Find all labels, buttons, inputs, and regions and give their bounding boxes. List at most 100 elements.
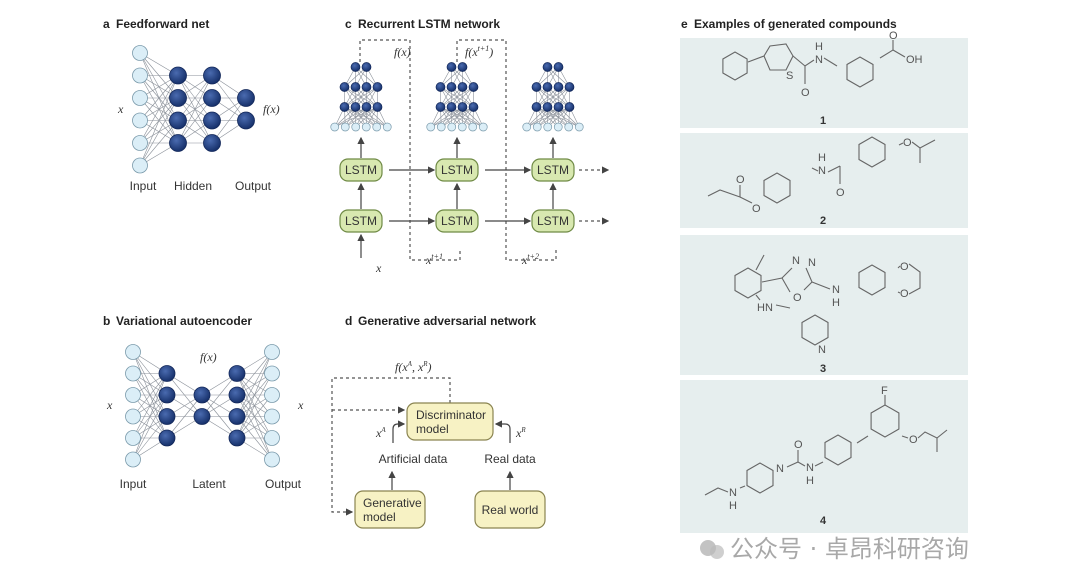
- input-node: [125, 387, 141, 403]
- connection: [132, 373, 168, 460]
- hidden-node: [158, 429, 176, 447]
- hidden-node: [361, 102, 372, 112]
- atom: OH: [906, 54, 923, 66]
- connection: [547, 86, 570, 108]
- ring: [746, 462, 774, 494]
- atom: O: [909, 434, 918, 446]
- atom: O: [900, 261, 909, 273]
- hidden-node: [457, 102, 468, 112]
- connection: [236, 351, 273, 396]
- connection: [526, 106, 559, 128]
- input-node: [361, 122, 371, 132]
- compound-2-structure: O O H N O O 2: [707, 136, 936, 227]
- compound-number: 2: [820, 215, 826, 227]
- input-node: [125, 344, 141, 360]
- input-node: [447, 122, 457, 132]
- input-layer-label: Input: [120, 477, 147, 491]
- lstm-cell: [531, 209, 575, 233]
- connection: [536, 66, 559, 88]
- lstm-label: LSTM: [345, 214, 377, 228]
- panel-c-letter: c: [345, 17, 352, 31]
- connection: [451, 106, 474, 128]
- compound-1-structure: S O H N O OH 1: [722, 30, 923, 127]
- input-node: [264, 408, 280, 425]
- output-layer-label: Output: [265, 477, 302, 491]
- input-node: [125, 430, 141, 446]
- feedback-to-generator: [331, 377, 451, 516]
- input-node: [125, 365, 141, 382]
- connection: [132, 416, 168, 460]
- panel-d-letter: d: [345, 314, 352, 328]
- atom: O: [889, 30, 898, 42]
- compound-3-panel: [680, 235, 968, 375]
- output-networks: [330, 62, 584, 132]
- ring: [722, 51, 748, 81]
- autoencoder-network: [125, 344, 280, 468]
- hidden-node: [361, 62, 372, 72]
- hidden-node: [542, 82, 553, 92]
- lstm-cell: [435, 209, 479, 233]
- connection: [345, 106, 378, 128]
- ring: [763, 172, 791, 204]
- loss-label: f(xA, xR): [395, 360, 432, 374]
- hidden-node: [228, 408, 246, 425]
- compound-number: 4: [820, 515, 827, 527]
- input-x-label: x: [117, 102, 124, 116]
- hidden-node: [339, 82, 350, 92]
- input-xt2-label: xt+2: [521, 252, 539, 267]
- input-node: [132, 90, 148, 106]
- lstm-label: LSTM: [441, 163, 473, 177]
- connection: [201, 373, 238, 417]
- atom: N: [808, 257, 816, 269]
- connection: [139, 75, 179, 144]
- generative-label-1: Generative: [363, 496, 422, 510]
- output-layer-label: Output: [235, 179, 272, 193]
- connection: [236, 351, 273, 417]
- atom: O: [794, 439, 803, 451]
- hidden-node: [350, 62, 361, 72]
- panel-a: a Feedforward net x f(x) Input Hidden Ou…: [103, 17, 280, 193]
- atom: N: [792, 255, 800, 267]
- panel-e-title: Examples of generated compounds: [694, 17, 897, 31]
- atom: H: [832, 297, 840, 309]
- hidden-node: [446, 102, 457, 112]
- hidden-node: [237, 89, 255, 107]
- input-node: [132, 112, 148, 129]
- output-f1-label: f(x): [394, 45, 411, 59]
- lstm-label: LSTM: [537, 214, 569, 228]
- panel-e-letter: e: [681, 17, 688, 31]
- real-data-label: Real data: [484, 452, 536, 466]
- ring: [846, 56, 874, 88]
- atom: F: [881, 385, 888, 397]
- artificial-to-discriminator-arrow: [392, 420, 406, 443]
- atom: H: [729, 500, 737, 512]
- atom: N: [818, 344, 826, 356]
- connection: [440, 86, 474, 108]
- panel-b-title: Variational autoencoder: [116, 314, 252, 328]
- lstm-cell: [339, 209, 383, 233]
- panel-a-letter: a: [103, 17, 110, 31]
- input-node: [132, 157, 148, 174]
- atom: H: [818, 152, 826, 164]
- hidden-node: [158, 408, 176, 425]
- hidden-node: [203, 134, 221, 152]
- connection: [344, 86, 378, 108]
- compound-number: 1: [820, 115, 826, 127]
- discriminator-model-box: [406, 402, 494, 441]
- atom: N: [776, 463, 784, 475]
- hidden-node: [542, 102, 553, 112]
- atom: N: [815, 54, 823, 66]
- ring: [858, 136, 886, 168]
- xr-label: xR: [515, 426, 526, 440]
- connection: [355, 106, 378, 128]
- panel-c: c Recurrent LSTM network f(x) f(xt+1) LS…: [330, 17, 610, 275]
- hidden-node: [468, 82, 479, 92]
- hidden-node: [169, 89, 187, 107]
- input-node: [543, 122, 553, 132]
- feedback-loop-2: [456, 39, 557, 261]
- feedforward-network: [132, 45, 255, 174]
- hidden-node: [169, 66, 187, 85]
- ring: [734, 267, 762, 299]
- hidden-node: [193, 408, 211, 425]
- hidden-node: [228, 365, 246, 382]
